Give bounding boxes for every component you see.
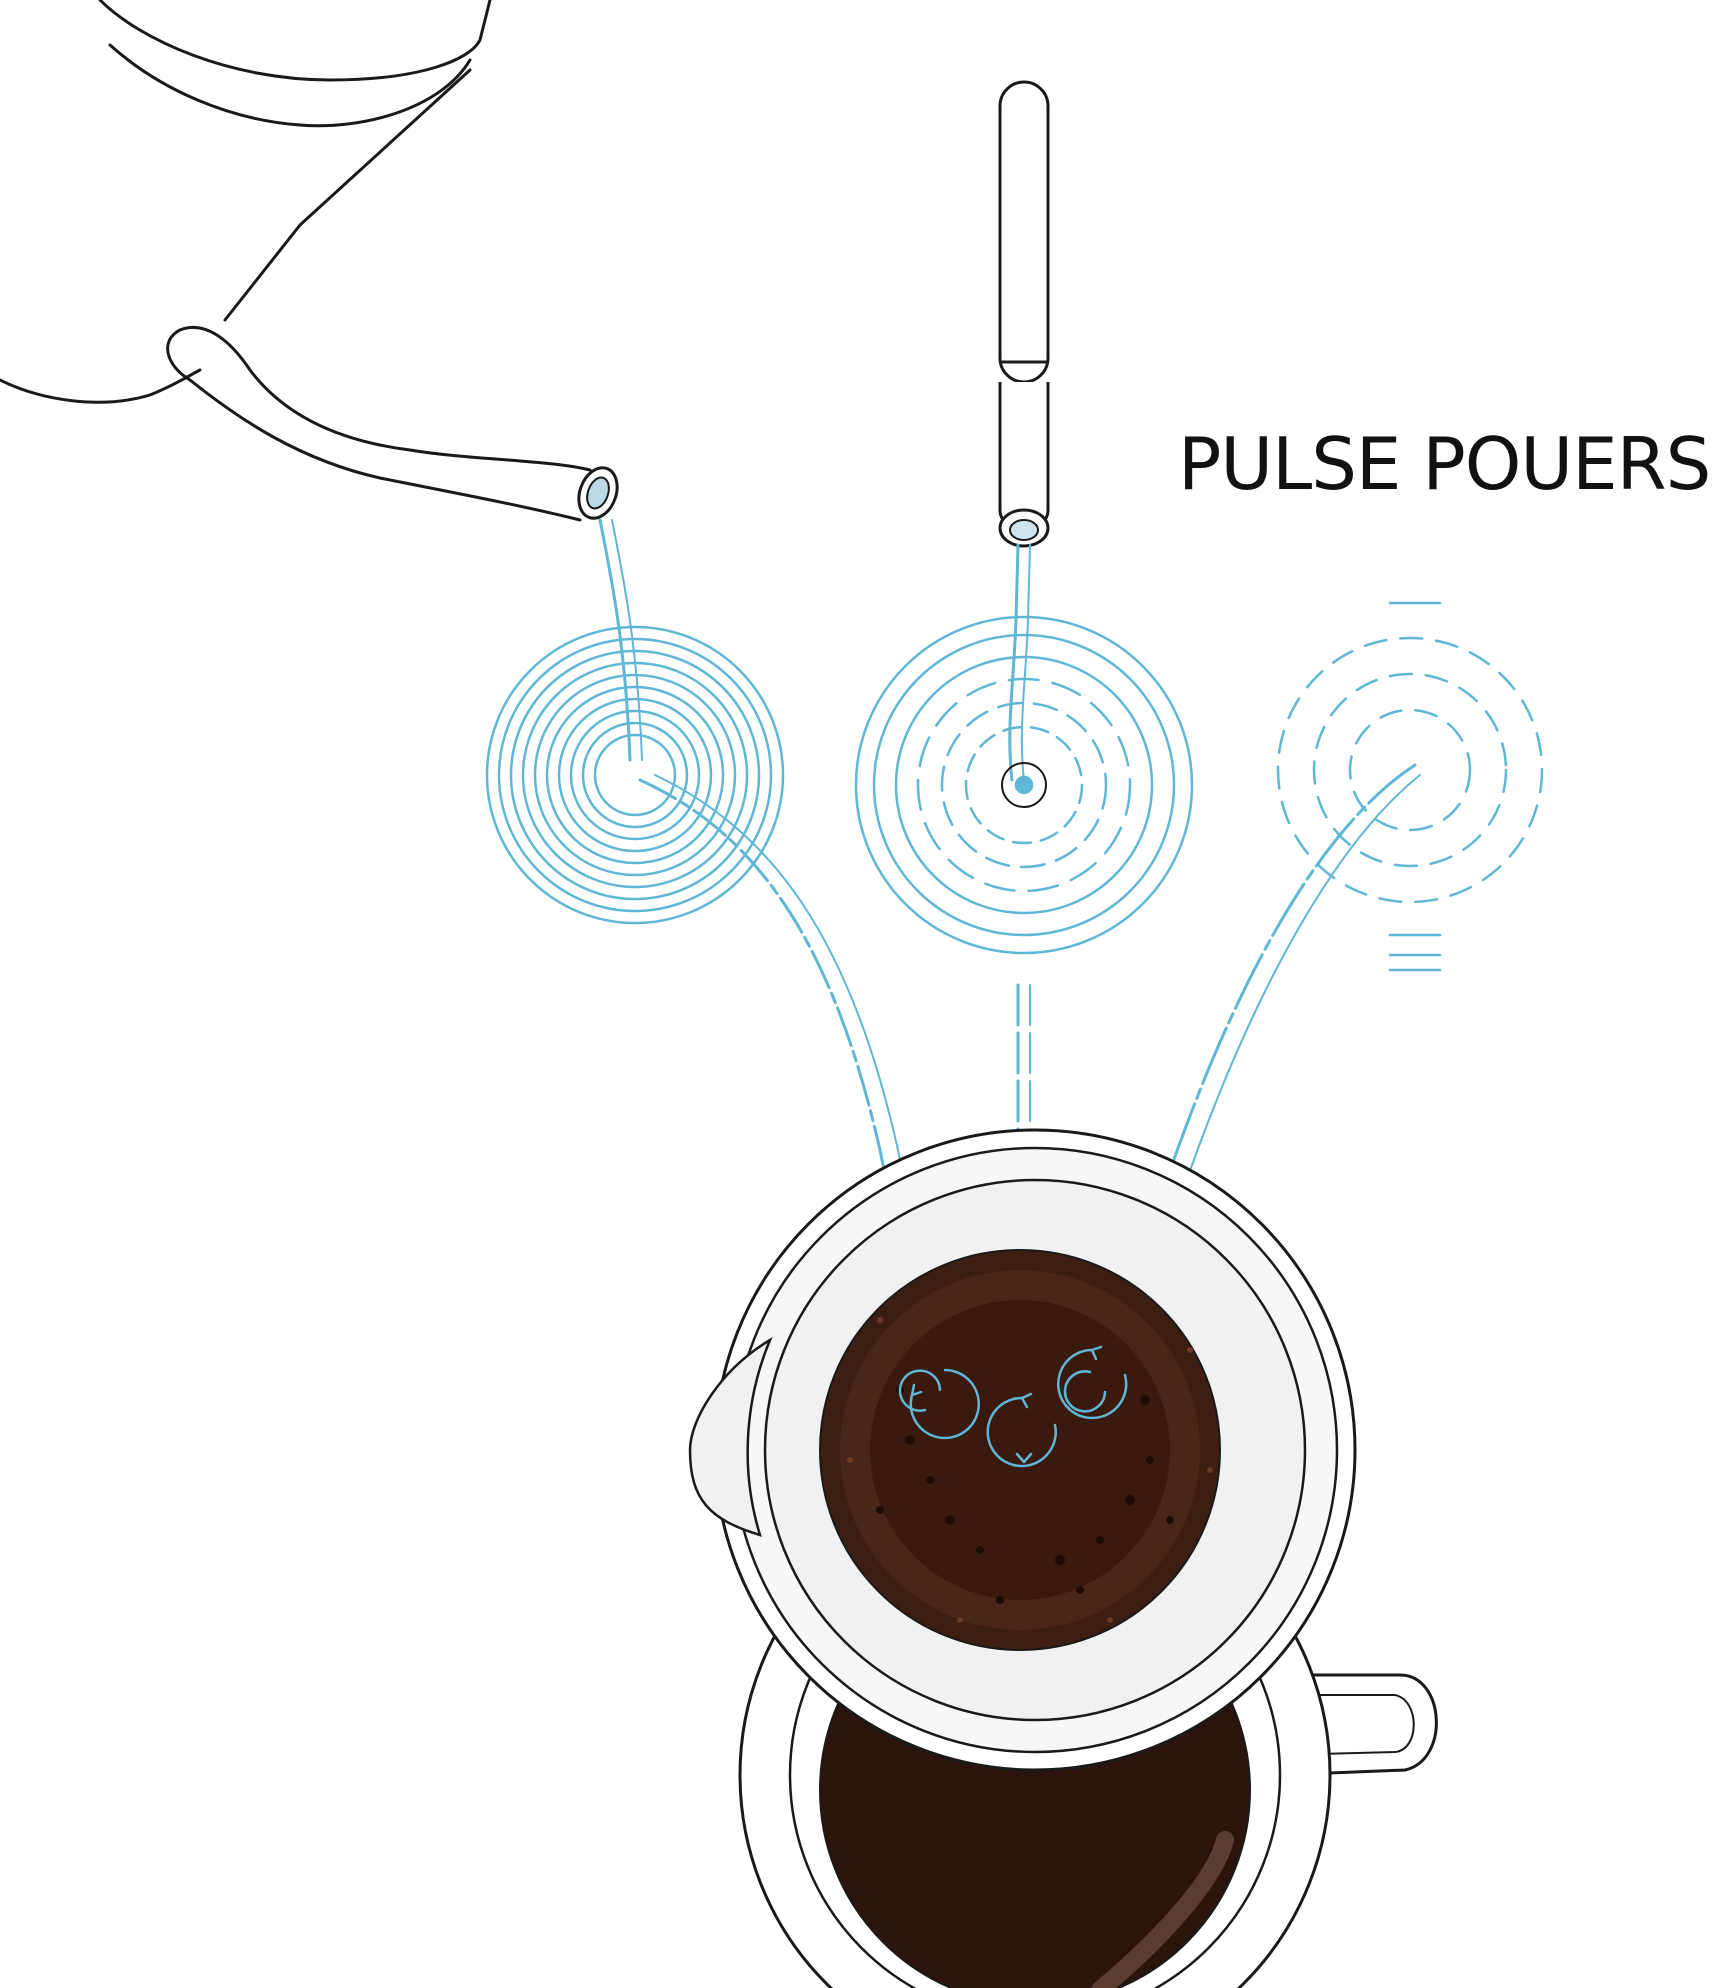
pipe-spout-icon bbox=[998, 80, 1050, 548]
diagram-title: PULSE POUERS bbox=[1178, 422, 1711, 506]
swirl-right-icon bbox=[1056, 1345, 1128, 1420]
center-pour-pattern bbox=[854, 615, 1194, 955]
swirl-center-icon bbox=[986, 1392, 1057, 1468]
swirl-left-icon bbox=[898, 1368, 981, 1440]
swirl-indicators bbox=[898, 1345, 1128, 1468]
pour-over-dripper-icon bbox=[688, 1128, 1357, 1772]
spiral-pour-pattern bbox=[485, 625, 785, 925]
pulse-pour-pattern bbox=[1276, 601, 1544, 972]
gooseneck-kettle-icon bbox=[0, 0, 619, 522]
